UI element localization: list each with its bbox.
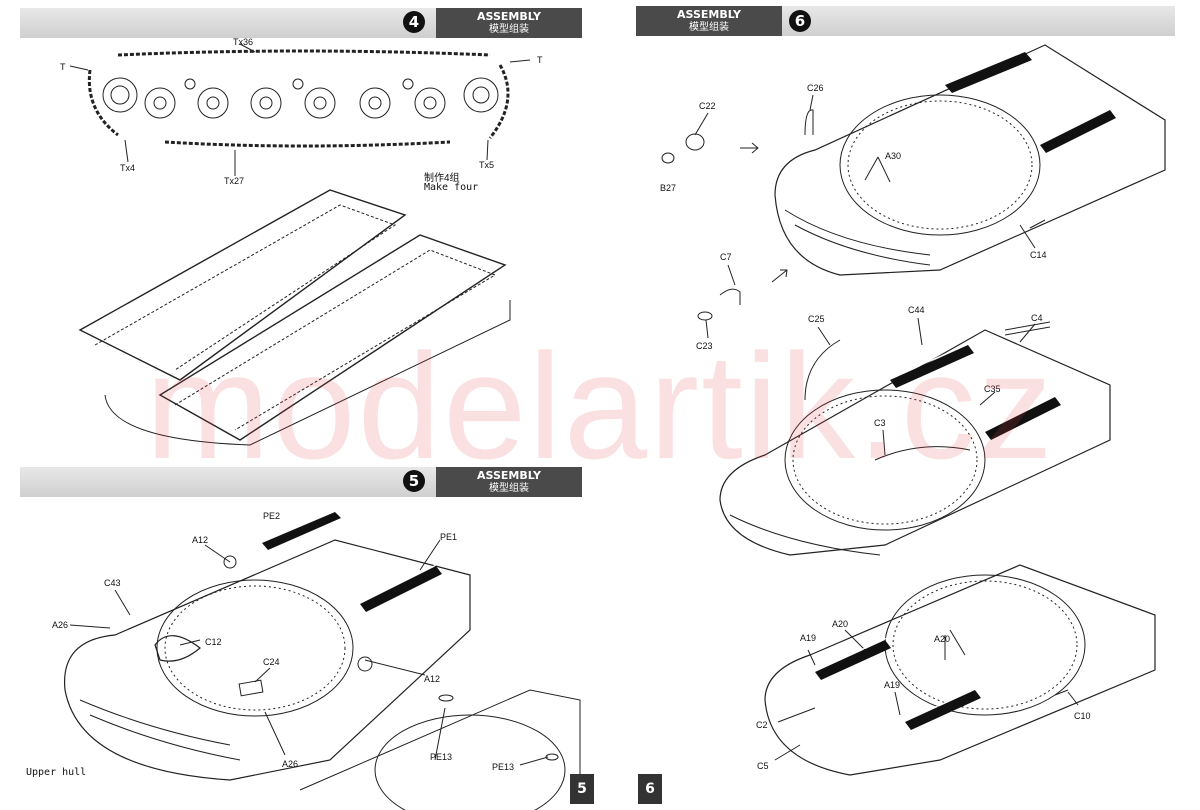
label-c24: C24 [263, 657, 280, 667]
label-pe13-b: PE13 [492, 762, 515, 772]
label-a12-top: A12 [192, 535, 209, 545]
step6-header-en: ASSEMBLY [677, 8, 741, 21]
label-a20-b: A20 [934, 634, 951, 644]
step4-header-cn: 模型组装 [489, 24, 529, 35]
step6-assembly-header: ASSEMBLY 模型组装 [636, 6, 782, 36]
step5-header-band [20, 467, 436, 497]
label-c43: C43 [104, 578, 121, 588]
label-pe13-a: PE13 [430, 752, 453, 762]
label-c12: C12 [205, 637, 222, 647]
label-tx5: Tx5 [479, 160, 495, 170]
step6-illustration [661, 44, 1166, 776]
step5-header-en: ASSEMBLY [477, 469, 541, 482]
label-c4: C4 [1031, 313, 1043, 323]
left-page: 4 ASSEMBLY 模型组装 [20, 8, 594, 810]
note-make-four-en: Make four [424, 182, 479, 193]
label-upper-hull: Upper hull [26, 767, 87, 778]
step4-number: 4 [403, 11, 425, 33]
label-c26: C26 [807, 83, 824, 93]
label-tx4: Tx4 [120, 163, 136, 173]
right-page: ASSEMBLY 模型组装 6 [600, 0, 1200, 810]
step6-header-band [782, 6, 1175, 36]
label-c2: C2 [756, 720, 768, 730]
label-a30: A30 [885, 151, 902, 161]
label-a20-a: A20 [832, 619, 849, 629]
label-c10: C10 [1074, 711, 1091, 721]
label-a26-left: A26 [52, 620, 69, 630]
page-number-right: 6 [638, 774, 662, 804]
step5-header-cn: 模型组装 [489, 483, 529, 494]
label-c7: C7 [720, 252, 732, 262]
label-a19-a: A19 [800, 633, 817, 643]
label-tx27: Tx27 [224, 176, 245, 186]
label-b27: B27 [660, 183, 677, 193]
label-pe1: PE1 [440, 532, 458, 542]
label-c35: C35 [984, 384, 1001, 394]
label-tx36: Tx36 [233, 37, 254, 47]
step6-header-cn: 模型组装 [689, 22, 729, 33]
label-c22: C22 [699, 101, 716, 111]
note-make-four-cn: 制作4组 [424, 173, 460, 184]
step4-header-en: ASSEMBLY [477, 10, 541, 23]
step4-header-band [20, 8, 436, 38]
label-pe2: PE2 [263, 511, 281, 521]
step5-number: 5 [403, 470, 425, 492]
step4-assembly-header: ASSEMBLY 模型组装 [436, 8, 582, 38]
label-c23: C23 [696, 341, 713, 351]
label-c44: C44 [908, 305, 925, 315]
label-a19-b: A19 [884, 680, 901, 690]
label-c3: C3 [874, 418, 886, 428]
page-number-left: 5 [570, 774, 594, 804]
label-c25: C25 [808, 314, 825, 324]
label-a26-bottom: A26 [282, 759, 299, 769]
step6-number: 6 [789, 10, 811, 32]
step5-assembly-header: ASSEMBLY 模型组装 [436, 467, 582, 497]
label-a12-right: A12 [424, 674, 441, 684]
label-t-right: T [537, 55, 543, 65]
label-t-left: T [60, 62, 66, 72]
step4-step5-illustration [64, 43, 581, 810]
label-c14: C14 [1030, 250, 1047, 260]
label-c5: C5 [757, 761, 769, 771]
